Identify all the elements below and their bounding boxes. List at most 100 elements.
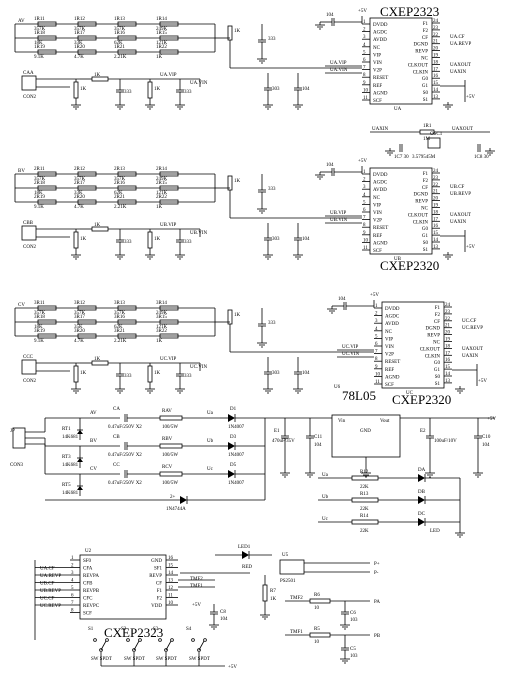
net-label: UB.VIP xyxy=(330,211,346,216)
resistor-value: 1K xyxy=(154,87,161,92)
led-label: RED xyxy=(242,565,252,570)
pin-label: SF0 xyxy=(83,559,92,564)
divider-resistor xyxy=(37,35,57,41)
resistor-value: 1K xyxy=(234,179,241,184)
optocoupler-ps2501 xyxy=(279,559,305,575)
pin-label: AGND xyxy=(373,241,388,246)
resistor-value: 357K xyxy=(34,27,46,32)
current-resistor xyxy=(147,365,153,383)
divider-resistor xyxy=(159,21,179,27)
connector-cbb xyxy=(21,225,37,241)
cap-value: 0.47uF/250V X2 xyxy=(108,425,142,430)
diode-part: 1N4007 xyxy=(228,453,245,458)
divider-resistor xyxy=(77,199,97,205)
supply-label: +5V xyxy=(487,417,496,422)
resistor-ref: R12 xyxy=(360,470,369,475)
pin-number: 23 xyxy=(433,176,439,181)
cap-ref: C5 xyxy=(350,647,356,652)
resistor-value: 1K xyxy=(80,237,87,242)
resistor-value: 1K xyxy=(94,357,101,362)
cap-value: 0.47uF/250V X2 xyxy=(108,481,142,486)
rectifier-diode xyxy=(228,470,235,478)
resistor-value: 33K xyxy=(74,191,83,196)
pin-label: G0 xyxy=(434,361,441,366)
pin-number: 21 xyxy=(445,324,451,329)
pin-number: 3 xyxy=(363,185,366,190)
pin-number: 14 xyxy=(433,238,439,243)
pin-label: V2P xyxy=(373,219,382,224)
dropper-resistor xyxy=(159,443,183,449)
regulator-title: 78L05 xyxy=(342,388,376,403)
pin-number: 16 xyxy=(168,556,174,561)
resistor-value: 100/5W xyxy=(162,453,178,458)
pin-number: 3 xyxy=(71,571,74,576)
resistor-ref: R7 xyxy=(270,589,276,594)
pin-number: 22 xyxy=(433,183,439,188)
divider-resistor xyxy=(159,49,179,55)
net-label: Uc xyxy=(322,517,329,522)
cap-value: 333 xyxy=(184,90,192,95)
resistor-value: 357K xyxy=(114,311,126,316)
pin-number: 6 xyxy=(71,594,74,599)
pin-number: 7 xyxy=(71,601,74,606)
cap-value: 104 xyxy=(314,443,322,448)
resistor-ref: 1R12 xyxy=(74,17,85,22)
cap-value: 333 xyxy=(184,374,192,379)
resistor-value: 2.21K xyxy=(114,55,127,60)
resistor-ref: 1R1 xyxy=(423,124,432,129)
supply-label: +5V xyxy=(358,9,367,14)
resistor-value: 357K xyxy=(74,177,86,182)
switch-contact xyxy=(99,648,103,652)
pin-number: 7 xyxy=(375,350,378,355)
switch-contact xyxy=(126,638,130,642)
net-label: Ua xyxy=(322,473,329,478)
cap-value: 333 xyxy=(124,374,132,379)
pin-number: 15 xyxy=(168,564,174,569)
resistor-ref: 1R19 xyxy=(34,45,45,50)
pin-label: S1 xyxy=(435,382,441,387)
pin-number: 3 xyxy=(375,319,378,324)
cap-value: 333 xyxy=(268,187,276,192)
pin-number: 2 xyxy=(363,28,366,33)
switch-contact xyxy=(164,648,168,652)
net-label: UA.REVP xyxy=(450,42,471,47)
cap-value: 104 xyxy=(338,297,346,302)
pin-label: DVDD xyxy=(385,307,400,312)
cap-ref: C10 xyxy=(482,435,491,440)
pin-label: NC xyxy=(421,207,429,212)
resistor-value: 10 xyxy=(314,640,320,645)
net-label: UAXOUT xyxy=(462,347,483,352)
connector-part: CON3 xyxy=(10,463,24,468)
pin-number: 13 xyxy=(168,579,174,584)
output-resistor xyxy=(309,632,331,638)
rectifier-diode xyxy=(228,442,235,450)
resistor-value: 1K xyxy=(270,597,277,602)
chip-title: CXEP2323 xyxy=(380,4,439,19)
pin-label: S0 xyxy=(435,375,441,380)
switch-contact xyxy=(191,638,195,642)
pin-number: 7 xyxy=(363,216,366,221)
resistor-value: 4.7K xyxy=(74,55,84,60)
pin-number: 8 xyxy=(71,609,74,614)
switch-ref: S3 xyxy=(153,627,159,632)
pin-number: 9 xyxy=(363,231,366,236)
resistor-ref: 3R21 xyxy=(114,329,125,334)
switch-part: SW SPDT xyxy=(156,657,177,662)
pin-label: S1 xyxy=(423,98,429,103)
spdt-switch xyxy=(100,640,107,651)
divider-resistor xyxy=(117,21,137,27)
led-ref: DA xyxy=(418,468,426,473)
pin-number: 4 xyxy=(363,193,366,198)
pin-label: GND xyxy=(151,559,162,564)
supply-label: +5V xyxy=(478,379,487,384)
resistor-value: 9.1K xyxy=(34,205,44,210)
pin-number: 18 xyxy=(433,210,439,215)
divider-resistor xyxy=(117,319,137,325)
pin-label: REVP xyxy=(415,50,428,55)
net-label: UA.VIN xyxy=(330,68,348,73)
pin-label: AGND xyxy=(385,375,400,380)
output-label: PB xyxy=(374,634,381,639)
divider-resistor xyxy=(117,305,137,311)
supply-label: +5V xyxy=(466,245,475,250)
